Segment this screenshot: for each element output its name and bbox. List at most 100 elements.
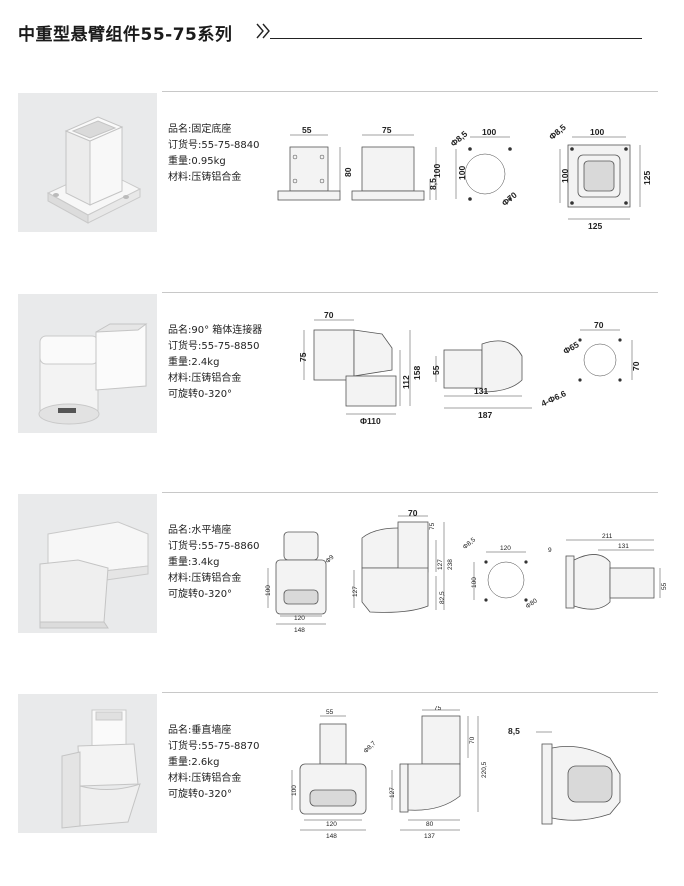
dim-label: 100 [265,585,272,596]
dim-label: 148 [294,627,305,634]
dim-label: 80 [426,821,434,828]
dim-label: 70 [408,510,418,518]
product-photo-vertical-wall-mount [61,709,141,829]
dim-label: 120 [294,615,305,622]
dim-label: Φ8,5 [448,129,469,149]
product-weight: 重量:2.4kg [168,357,220,368]
product-section-vertical-wall-mount: 品名:垂直墙座 订货号:55-75-8870 重量:2.6kg 材料:压铸铝合金… [0,692,684,842]
product-material: 材料:压铸铝合金 [168,373,242,384]
product-weight: 重量:3.4kg [168,557,220,568]
product-photo [18,494,157,633]
dim-label: 100 [471,577,478,588]
dim-label: Φ110 [360,416,381,426]
side-view: 75 8,5 100 [351,125,442,201]
section-divider [162,692,658,693]
product-order-number: 订货号:55-75-8840 [168,140,260,151]
dim-label: 80 [343,167,353,177]
dim-label: 112 [401,375,411,389]
product-order-number: 订货号:55-75-8870 [168,741,260,752]
product-specs: 品名:垂直墙座 订货号:55-75-8870 重量:2.6kg 材料:压铸铝合金… [168,723,259,803]
dim-label: 131 [618,543,629,550]
page-title: 中重型悬臂组件55-75系列 [18,25,233,45]
dim-label: 100 [457,166,467,180]
technical-drawing: 100 120 148 Φ9 70 75 127 238 82,5 127 [265,510,668,634]
product-rotation: 可旋转0-320° [168,389,233,400]
front-view: 100 120 148 Φ9 [265,531,336,634]
dim-label: 120 [500,545,511,552]
double-chevron-right-icon [256,23,270,39]
dim-label: 55 [431,365,441,375]
dim-label: 100 [560,169,570,183]
product-specs: 品名:固定底座 订货号:55-75-8840 重量:0.95kg 材料:压铸铝合… [168,122,259,186]
technical-drawing: 70 75 112 158 Φ110 55 131 187 70 Φ6 [298,310,641,426]
dim-label: 9 [548,547,552,554]
dim-label: Φ65 [561,339,580,356]
product-photo-horizontal-wall-mount [39,521,149,629]
dim-label: 8,5 [428,178,438,190]
product-material: 材料:压铸铝合金 [168,773,242,784]
product-material: 材料:压铸铝合金 [168,573,242,584]
dim-label: Φ8,5 [547,122,568,142]
product-specs: 品名:水平墙座 订货号:55-75-8860 重量:3.4kg 材料:压铸铝合金… [168,523,259,603]
dim-label: Φ8,5 [462,536,478,551]
front-view: 70 75 112 158 Φ110 [298,310,422,426]
dim-label: 127 [437,559,444,570]
dim-label: 70 [469,736,476,744]
dim-label: 100 [432,164,442,178]
product-photo [18,694,157,833]
title-underline [270,38,642,39]
product-order-number: 订货号:55-75-8850 [168,341,260,352]
section-divider [162,91,658,92]
dim-label: Φ8,7 [362,740,377,755]
technical-drawing: 55 Φ8,7 100 120 148 75 70 220,5 127 80 1… [291,706,621,840]
product-section-fixed-base: 品名:固定底座 订货号:55-75-8840 重量:0.95kg 材料:压铸铝合… [0,91,684,241]
dim-label: 148 [326,833,337,840]
dim-label: 127 [352,586,359,597]
dim-label: 75 [429,522,436,530]
dim-label: Φ9 [324,554,335,565]
hole-pattern-view: 100 Φ8,5 100 Φ70 [448,127,519,208]
dim-label: 238 [447,559,454,570]
dim-label: 70 [324,310,334,320]
technical-drawing: 55 80 75 8,5 100 100 Φ8,5 100 Φ70 [277,122,652,231]
product-section-horizontal-wall-mount: 品名:水平墙座 订货号:55-75-8860 重量:3.4kg 材料:压铸铝合金… [0,492,684,642]
product-weight: 重量:2.6kg [168,757,220,768]
dim-label: 137 [424,833,435,840]
dim-label: 131 [474,386,488,396]
dim-label: 70 [594,320,604,330]
dim-label: 211 [602,533,613,540]
product-name: 品名:垂直墙座 [168,725,232,736]
top-view: 100 Φ8,5 100 125 125 [547,122,652,231]
product-photo [18,93,157,232]
dim-label: 55 [302,125,312,135]
dim-label: 100 [291,785,298,796]
product-rotation: 可旋转0-320° [168,789,233,800]
product-photo [18,294,157,433]
section-divider [162,292,658,293]
dim-label: 100 [482,127,496,137]
hole-pattern-view: 120 Φ8,5 100 Φ80 [462,536,539,610]
dim-label: 75 [298,352,308,362]
product-material: 材料:压铸铝合金 [168,172,242,183]
product-photo-90-connector [38,323,148,425]
dim-label: 55 [661,582,668,590]
dim-label: 8,5 [508,726,520,736]
top-view: 9 211 131 55 [548,533,668,610]
top-view: 8,5 [508,726,621,825]
dim-label: 187 [478,410,492,420]
product-weight: 重量:0.95kg [168,156,226,167]
dim-label: 158 [412,366,422,380]
front-view: 55 Φ8,7 100 120 148 [291,709,378,840]
dim-label: 125 [588,221,602,231]
product-name: 品名:90° 箱体连接器 [168,325,263,336]
side-view: 55 131 187 [431,340,532,420]
product-specs: 品名:90° 箱体连接器 订货号:55-75-8850 重量:2.4kg 材料:… [168,323,262,403]
dim-label: Φ70 [500,190,519,208]
product-name: 品名:水平墙座 [168,525,232,536]
dim-label: 55 [326,709,334,716]
dim-label: 75 [382,125,392,135]
dim-label: 82,5 [439,591,446,604]
product-rotation: 可旋转0-320° [168,589,233,600]
section-divider [162,492,658,493]
side-view: 70 75 127 238 82,5 127 [352,510,454,613]
